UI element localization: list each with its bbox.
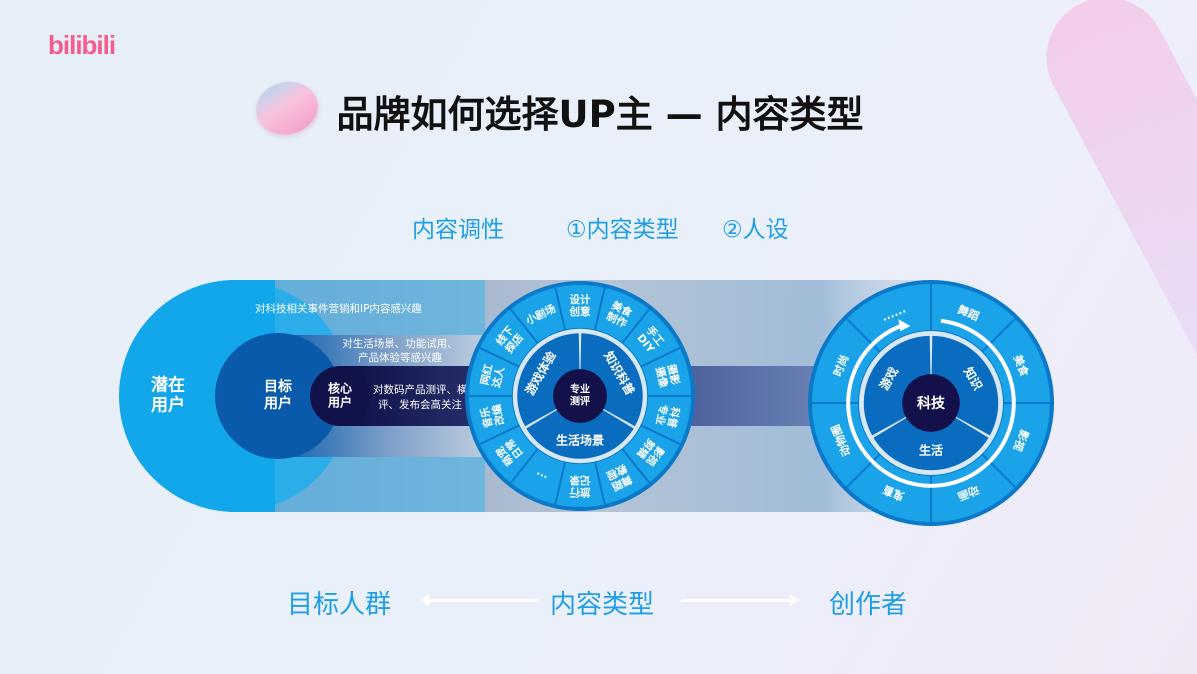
target-users-desc-1: 对生活场景、功能试用、: [342, 337, 458, 350]
inner-segment-label: 生活: [919, 443, 943, 458]
outer-segment-label: 旅行记录: [569, 473, 591, 498]
target-users-label: 目标用户: [264, 379, 292, 412]
wheel-center: [902, 374, 960, 432]
cycle-arrow-icon: [846, 318, 1016, 488]
arrowhead-icon: [898, 319, 911, 332]
label-persona: ②人设: [722, 217, 789, 243]
inner-segment: [580, 333, 643, 427]
inner-segment: [873, 416, 989, 471]
wheel-center-label: 专业测评: [570, 384, 590, 408]
inner-segment: [526, 408, 634, 459]
label-content-tone: 内容调性: [412, 217, 504, 243]
inner-segment-label: 生活场景: [556, 432, 604, 447]
core-users-circle: [310, 366, 370, 426]
label-content-type-bottom: 内容类型: [550, 590, 655, 620]
outer-segment-label: 音乐改编: [478, 403, 507, 429]
core-users-desc-2: 评、发布会高关注: [378, 398, 462, 411]
target-users-desc-2: 产品体验等感兴趣: [358, 351, 442, 364]
inner-segment: [517, 333, 580, 427]
bilibili-logo: bilibili: [48, 30, 116, 60]
label-content-type: ①内容类型: [566, 217, 679, 243]
potential-users-desc: 对科技相关事件营销和IP内容感兴趣: [255, 302, 422, 315]
wheel-center: [553, 369, 607, 423]
outer-segment-label: 设计创意: [569, 294, 591, 319]
core-users-desc-1: 对数码产品测评、横: [373, 383, 468, 396]
inner-segment: [863, 335, 931, 436]
page-title: 品牌如何选择UP主 — 内容类型: [336, 93, 864, 136]
label-target-audience: 目标人群: [287, 590, 392, 620]
potential-users-label: 潜在用户: [151, 375, 185, 416]
wheel-center-label: 科技: [917, 395, 946, 412]
inner-segment: [931, 335, 999, 436]
target-users-circle: [215, 333, 341, 459]
core-users-label: 核心用户: [327, 381, 352, 410]
left-arrow-icon: [420, 594, 538, 606]
right-arrow-icon: [681, 594, 799, 606]
outer-segment-label: 网红达人: [478, 363, 507, 389]
label-creator: 创作者: [829, 590, 908, 620]
